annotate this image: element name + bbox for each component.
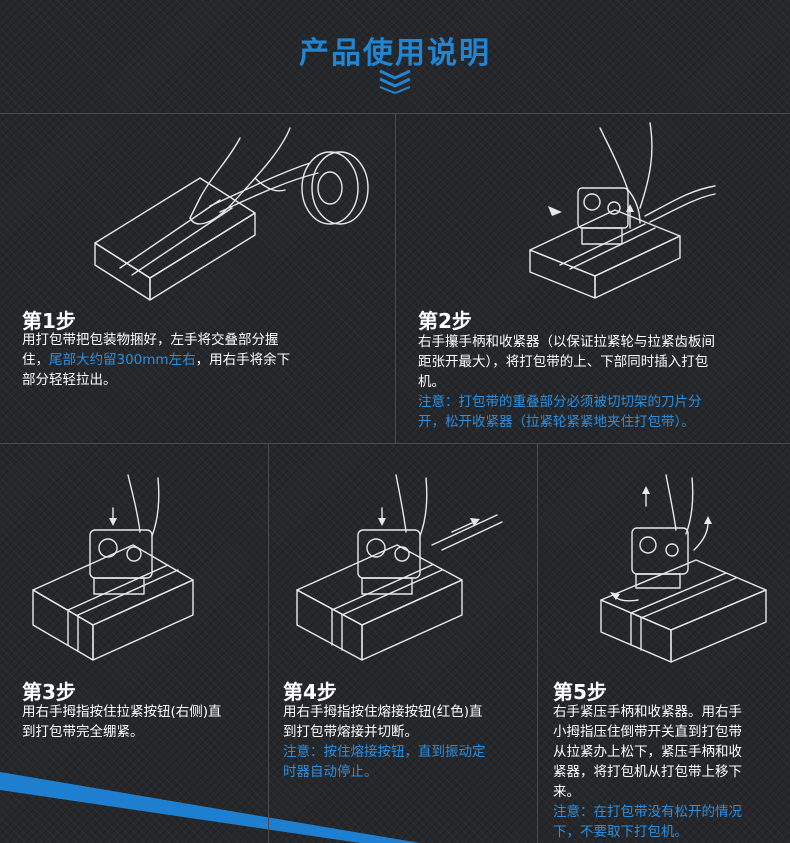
step-2-illustration xyxy=(529,122,716,299)
divider xyxy=(537,443,538,843)
step-5-title: 第5步 xyxy=(553,680,607,704)
step-5-desc-line-1: 右手紧压手柄和收紧器。用右手 xyxy=(553,704,742,720)
step-2-desc-line-2: 距张开最大），将打包带的上、下部同时插入打包 xyxy=(418,354,709,370)
step-1-desc-line-3: 部分轻轻拉出。 xyxy=(22,372,117,388)
divider xyxy=(268,443,269,843)
step-3-title: 第3步 xyxy=(22,680,76,704)
step-2-desc-line-1: 右手攥手柄和收紧器（以保证拉紧轮与拉紧齿板间 xyxy=(418,334,715,350)
step-2-note-line-1: 注意：打包带的重叠部分必须被切切架的刀片分 xyxy=(418,394,702,410)
step-1-illustration xyxy=(94,127,369,301)
step-4-desc-line-2: 到打包带熔接并切断。 xyxy=(283,724,418,740)
step-5-desc-line-3: 从拉紧办上松下，紧压手柄和收 xyxy=(553,744,742,760)
step-1-title: 第1步 xyxy=(22,309,76,333)
step-1-desc-line-2: 住，尾部大约留300mm左右，用右手将余下 xyxy=(22,352,291,368)
step-4-note-line-1: 注意：按住熔接按钮，直到振动定 xyxy=(283,744,486,760)
step-2-title: 第2步 xyxy=(418,309,472,333)
step-4-desc-line-1: 用右手拇指按住熔接按钮(红色)直 xyxy=(283,704,483,720)
step-2-desc-line-3: 机。 xyxy=(418,374,445,390)
divider xyxy=(395,113,396,443)
step-5-illustration xyxy=(600,474,767,663)
step-5-desc-line-4: 紧器，将打包机从打包带上移下 xyxy=(553,764,742,780)
page-title: 产品使用说明 xyxy=(299,36,491,71)
step-5-note-line-1: 注意：在打包带没有松开的情况 xyxy=(553,804,742,820)
step-5-note-line-2: 下，不要取下打包机。 xyxy=(553,824,688,840)
step-1-desc-line-1: 用打包带把包装物捆好，左手将交叠部分握 xyxy=(22,332,279,348)
step-5-desc-line-5: 来。 xyxy=(553,784,580,800)
tail-length-highlight: 尾部大约留300mm左右 xyxy=(49,352,196,368)
step-4-title: 第4步 xyxy=(283,680,337,704)
step-3-illustration xyxy=(32,474,194,661)
step-2-note-line-2: 开，松开收紧器（拉紧轮紧紧地夹住打包带）。 xyxy=(418,414,695,430)
step-3-desc-line-2: 到打包带完全绷紧。 xyxy=(22,724,144,740)
divider xyxy=(0,443,790,444)
step-4-illustration xyxy=(296,474,503,661)
step-4-note-line-2: 时器自动停止。 xyxy=(283,764,378,780)
step-3-desc-line-1: 用右手拇指按住拉紧按钮(右侧)直 xyxy=(22,704,222,720)
step-5-desc-line-2: 小拇指压住倒带开关直到打包带 xyxy=(553,724,742,740)
chevron-down-icon xyxy=(379,69,411,94)
